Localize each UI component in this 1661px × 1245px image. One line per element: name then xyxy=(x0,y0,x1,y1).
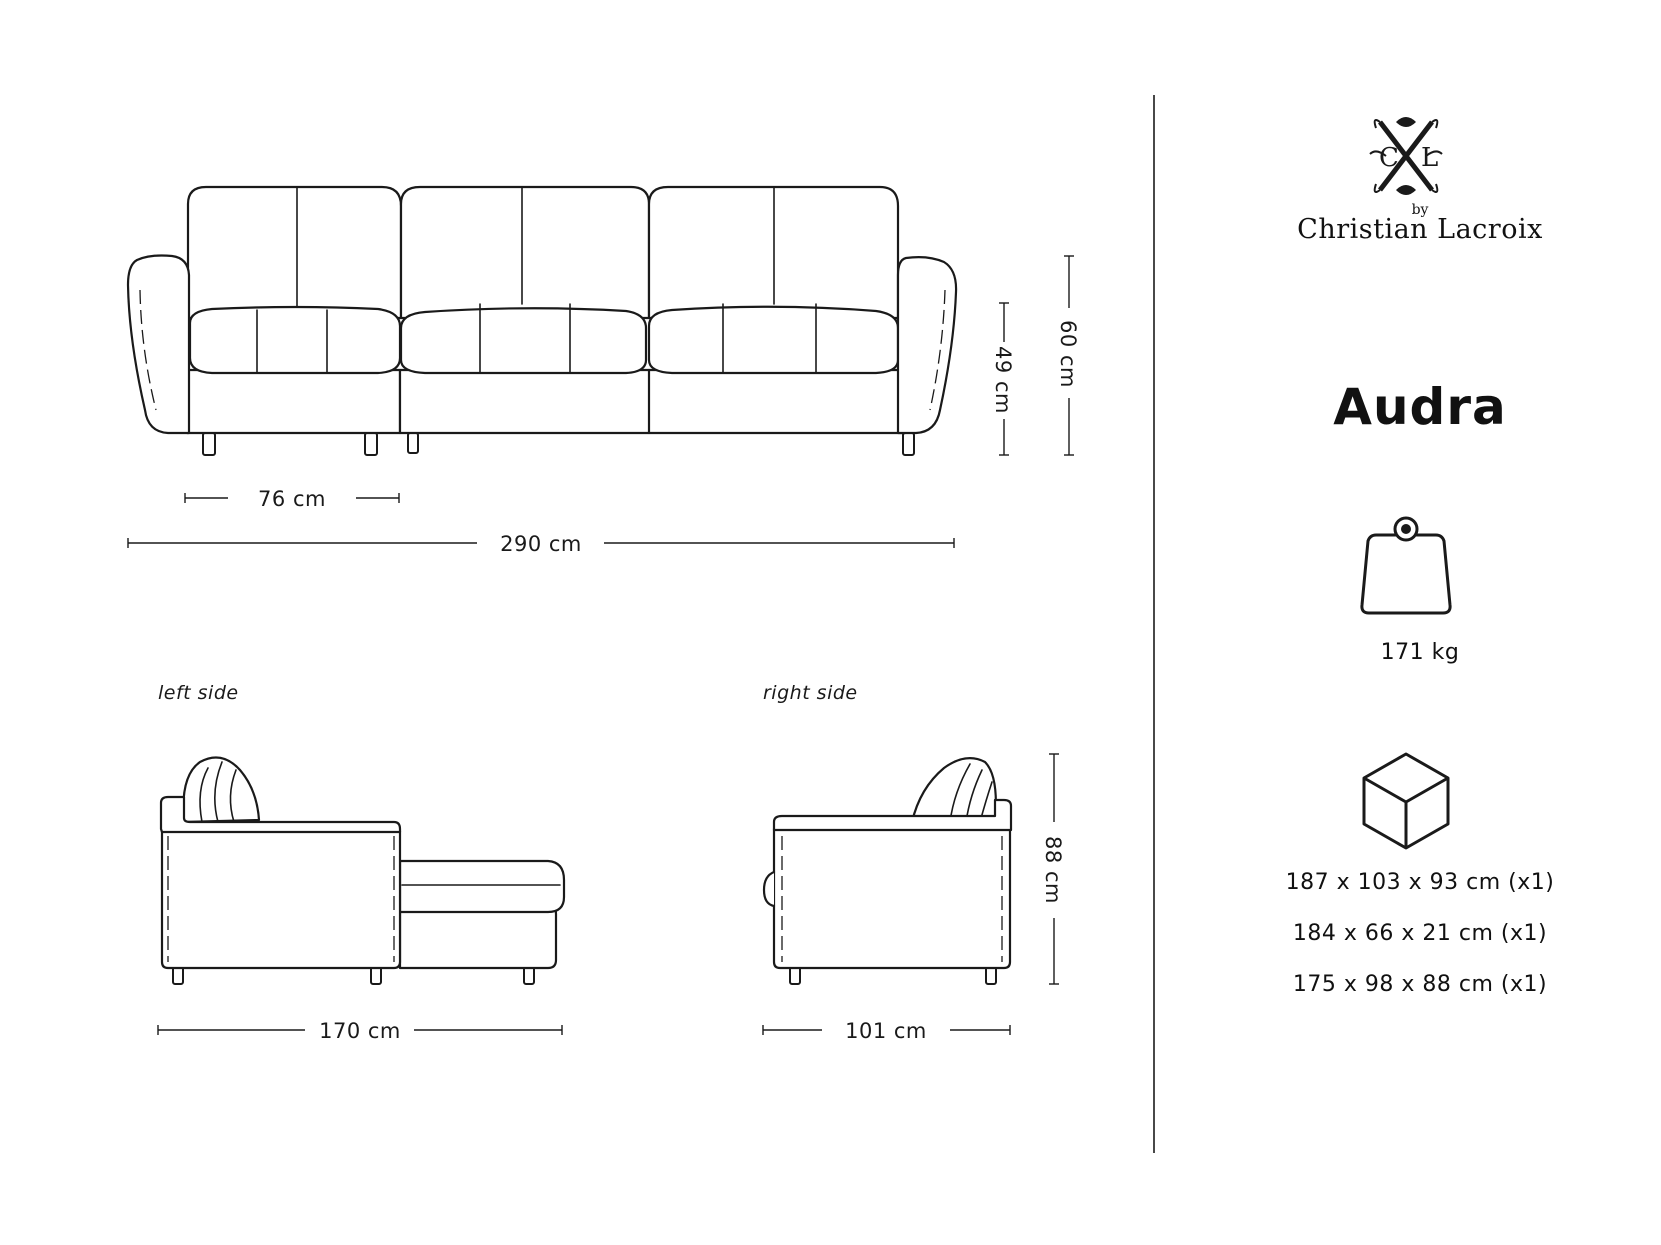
cxl-logo-icon: C L xyxy=(1369,117,1443,195)
sofa-left-side-view xyxy=(159,756,566,985)
svg-text:L: L xyxy=(1421,143,1438,173)
package-dimension: 184 x 66 x 21 cm (x1) xyxy=(1292,921,1548,946)
product-weight: 171 kg xyxy=(1380,640,1460,665)
dimension-back-height: 60 cm xyxy=(1056,255,1080,456)
right-depth-label: 101 cm xyxy=(845,1019,927,1043)
dimension-seat-width: 76 cm xyxy=(184,487,400,511)
left-side-label: left side xyxy=(158,682,239,704)
left-depth-label: 170 cm xyxy=(319,1019,401,1043)
seat-width-label: 76 cm xyxy=(258,487,326,511)
total-width-label: 290 cm xyxy=(500,532,582,556)
svg-text:C: C xyxy=(1379,143,1399,173)
sofa-right-side-view xyxy=(762,757,1013,985)
back-height-label: 60 cm xyxy=(1056,320,1080,388)
dimension-seat-height: 49 cm xyxy=(991,302,1015,456)
seat-height-label: 49 cm xyxy=(991,346,1015,414)
product-name: Audra xyxy=(1333,378,1507,436)
package-dimension: 187 x 103 x 93 cm (x1) xyxy=(1285,870,1555,895)
dimension-right-depth: 101 cm xyxy=(762,1019,1011,1043)
sofa-front-view xyxy=(126,185,958,456)
right-side-label: right side xyxy=(763,682,858,704)
dimension-total-width: 290 cm xyxy=(127,532,955,556)
dimension-total-height: 88 cm xyxy=(1041,753,1065,985)
brand-name: Christian Lacroix xyxy=(1297,214,1543,245)
brand-by-label: by xyxy=(1411,202,1429,218)
weight-icon xyxy=(1360,516,1452,615)
box-icon xyxy=(1362,752,1450,850)
total-height-label: 88 cm xyxy=(1041,836,1065,904)
package-dimension: 175 x 98 x 88 cm (x1) xyxy=(1292,972,1548,997)
dimension-left-depth: 170 cm xyxy=(157,1019,563,1043)
